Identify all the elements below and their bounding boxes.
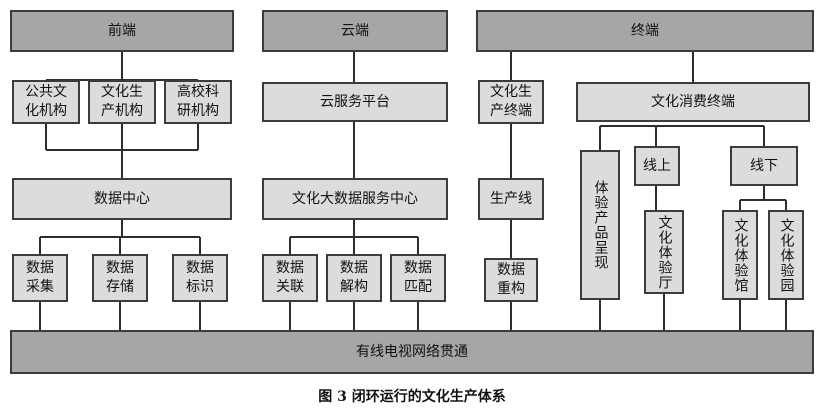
data-deconstruction-label: 数据解构 [340, 260, 368, 295]
culture-production-terminal-label: 文化生产终端 [490, 84, 532, 119]
data-collection: 数据采集 [12, 254, 68, 302]
data-storage: 数据存储 [92, 254, 148, 302]
culture-production-label: 文化生产机构 [101, 84, 143, 119]
data-center-label: 数据中心 [94, 190, 150, 207]
terminal-header-label: 终端 [631, 22, 659, 39]
data-reconstruction: 数据重构 [484, 258, 538, 302]
online-label: 线上 [643, 157, 671, 174]
experience-hall-label: 文化体验厅 [656, 214, 673, 290]
experience-park-label: 文化体验园 [778, 217, 795, 293]
network-label: 有线电视网络贯通 [356, 343, 468, 360]
front-header: 前端 [10, 10, 234, 52]
terminal-header: 终端 [476, 10, 814, 52]
culture-big-data-center: 文化大数据服务中心 [262, 178, 448, 220]
data-collection-label: 数据采集 [26, 260, 54, 295]
offline-channel: 线下 [730, 146, 798, 186]
online-channel: 线上 [634, 146, 680, 186]
cloud-service-platform-label: 云服务平台 [320, 93, 390, 110]
public-culture-institution: 公共文化机构 [12, 80, 80, 124]
university-research-label: 高校科研机构 [177, 84, 219, 119]
cloud-service-platform: 云服务平台 [262, 82, 448, 122]
culture-consumer-terminal-label: 文化消费终端 [651, 93, 735, 110]
data-reconstruction-label: 数据重构 [497, 262, 525, 297]
cloud-header: 云端 [262, 10, 448, 52]
data-association: 数据关联 [262, 254, 318, 302]
cable-tv-network-bar: 有线电视网络贯通 [10, 330, 814, 374]
culture-consumer-terminal: 文化消费终端 [576, 82, 810, 122]
culture-experience-hall: 文化体验厅 [644, 210, 684, 294]
production-line: 生产线 [478, 178, 544, 220]
university-research-institution: 高校科研机构 [164, 80, 232, 124]
production-line-label: 生产线 [490, 190, 532, 207]
data-center: 数据中心 [12, 178, 232, 220]
front-header-label: 前端 [108, 22, 136, 39]
culture-experience-museum: 文化体验馆 [722, 210, 758, 300]
data-association-label: 数据关联 [276, 260, 304, 295]
data-matching-label: 数据匹配 [404, 260, 432, 295]
culture-big-data-center-label: 文化大数据服务中心 [292, 190, 418, 207]
data-identification-label: 数据标识 [186, 260, 214, 295]
experience-product-label: 体验产品呈现 [592, 180, 609, 270]
culture-production-terminal: 文化生产终端 [478, 80, 544, 124]
data-storage-label: 数据存储 [106, 260, 134, 295]
data-identification: 数据标识 [172, 254, 228, 302]
experience-museum-label: 文化体验馆 [732, 217, 749, 293]
offline-label: 线下 [750, 157, 778, 174]
public-culture-label: 公共文化机构 [25, 84, 67, 119]
culture-production-institution: 文化生产机构 [88, 80, 156, 124]
data-deconstruction: 数据解构 [326, 254, 382, 302]
experience-product-presentation: 体验产品呈现 [580, 150, 620, 300]
figure-caption: 图 3 闭环运行的文化生产体系 [318, 389, 506, 405]
cloud-header-label: 云端 [341, 22, 369, 39]
data-matching: 数据匹配 [390, 254, 446, 302]
culture-experience-park: 文化体验园 [768, 210, 804, 300]
